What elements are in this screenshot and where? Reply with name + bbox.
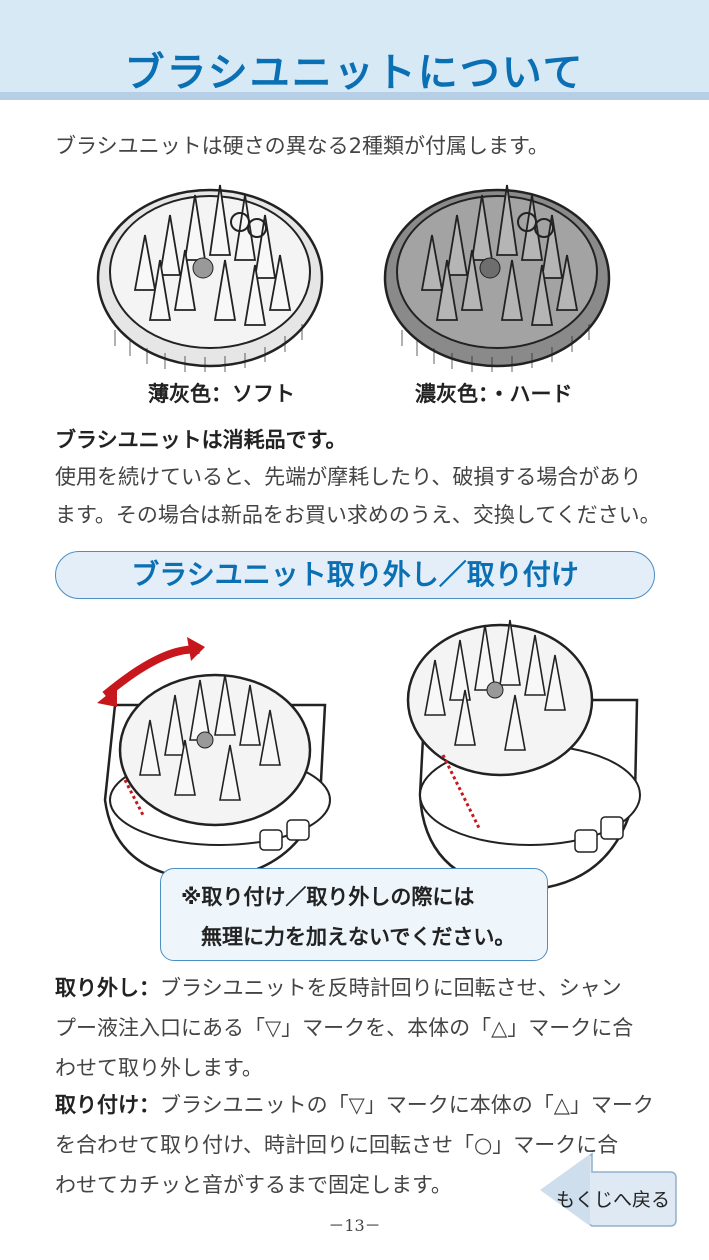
back-to-toc-button[interactable]: [530, 1150, 680, 1230]
attach-instructions: 取り付け：ブラシユニットの「▽」マークに本体の「△」マーク を合わせて取り付け、…: [55, 1085, 667, 1205]
attach-line-2: を合わせて取り付け、時計回りに回転させ「○」マークに合: [55, 1133, 619, 1157]
hard-brush-label: 濃灰色：・ハード: [415, 382, 573, 406]
back-arrow-icon: [540, 1154, 590, 1226]
removal-instructions: 取り外し：ブラシユニットを反時計回りに回転させ、シャン プー液注入口にある「▽」…: [55, 968, 667, 1088]
page-title: ブラシユニットについて: [124, 50, 585, 96]
attach-label: 取り付け：: [55, 1093, 160, 1117]
consumable-heading: ブラシユニットは消耗品です。: [55, 428, 347, 452]
header-band: [0, 0, 709, 100]
attach-device-illustration: [406, 619, 641, 892]
header-underline: [0, 92, 709, 100]
section-heading: ブラシユニット取り外し／取り付け: [55, 551, 655, 599]
removal-line-1: ブラシユニットを反時計回りに回転させ、シャン: [160, 976, 622, 1000]
removal-line-3: わせて取り外します。: [55, 1056, 263, 1080]
removal-label: 取り外し：: [55, 976, 160, 1000]
caution-box: ※取り付け／取り外しの際には 無理に力を加えないでください。: [160, 868, 548, 961]
hard-brush-illustration: [383, 184, 611, 372]
attach-line-1: ブラシユニットの「▽」マークに本体の「△」マーク: [160, 1093, 654, 1117]
consumable-body: 使用を続けていると、先端が摩耗したり、破損する場合があり ます。その場合は新品を…: [55, 458, 665, 534]
removal-device-illustration: [97, 637, 331, 882]
soft-brush-illustration: [96, 184, 324, 372]
consumable-line-1: 使用を続けていると、先端が摩耗したり、破損する場合があり: [55, 465, 642, 489]
removal-line-2: プー液注入口にある「▽」マークを、本体の「△」マークに合: [55, 1016, 634, 1040]
consumable-line-2: ます。その場合は新品をお買い求めのうえ、交換してください。: [55, 503, 661, 527]
caution-line-1: ※取り付け／取り外しの際には: [181, 885, 475, 909]
soft-brush-label: 薄灰色：ソフト: [148, 382, 295, 406]
intro-text: ブラシユニットは硬さの異なる2種類が付属します。: [55, 134, 549, 158]
attach-line-3: わせてカチッと音がするまで固定します。: [55, 1173, 452, 1197]
caution-line-2: 無理に力を加えないでください。: [201, 925, 516, 949]
back-to-toc-label[interactable]: もくじへ戻る: [556, 1189, 671, 1211]
page-number: －13－: [328, 1216, 381, 1235]
